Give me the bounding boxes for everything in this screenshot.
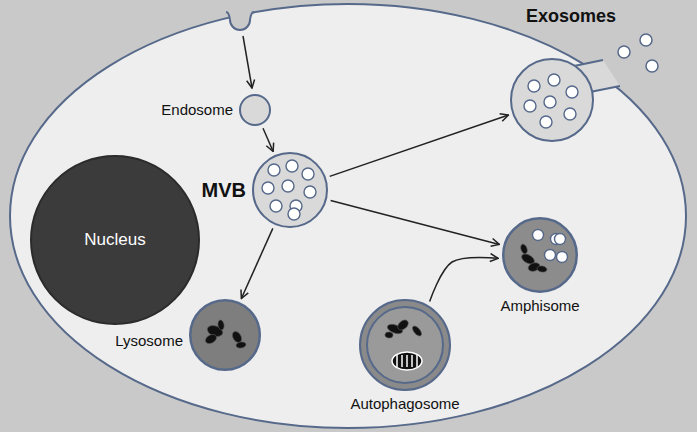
cargo-aggregate xyxy=(385,331,394,338)
cargo-aggregate xyxy=(236,341,247,349)
autophagosome-circle: Autophagosome xyxy=(359,299,451,391)
cargo-aggregate xyxy=(217,320,225,331)
exosome-compartment: Exosomes xyxy=(510,58,594,142)
membrane-pit xyxy=(226,12,254,30)
organelle-label: Autophagosome xyxy=(350,395,459,412)
mitochondrion-crista xyxy=(416,355,418,367)
endosome-circle: Endosome xyxy=(239,94,271,126)
cargo-aggregate xyxy=(396,318,410,332)
mitochondrion-crista xyxy=(401,355,403,367)
autophagosome-outer xyxy=(360,300,450,390)
vesicle xyxy=(270,200,282,212)
mitochondrion-crista xyxy=(396,355,398,367)
lysosome-body xyxy=(190,300,260,370)
autophagosome-inner xyxy=(367,307,443,383)
organelle-shape xyxy=(189,299,261,371)
vesicle xyxy=(557,252,568,263)
mvb-circle: MVB xyxy=(252,152,328,228)
cargo-aggregate xyxy=(411,324,423,337)
endosome-body xyxy=(240,95,270,125)
nucleus-circle: Nucleus xyxy=(30,155,200,325)
vesicle xyxy=(302,168,314,180)
transport-arrow xyxy=(330,115,509,176)
vesicle xyxy=(544,96,556,108)
vesicle xyxy=(282,180,294,192)
amphisome-body xyxy=(503,218,577,292)
organelle-label: Nucleus xyxy=(84,230,145,250)
vesicle xyxy=(524,100,536,112)
mitochondrion xyxy=(392,352,422,370)
vesicle xyxy=(533,230,544,241)
organelle-label: Endosome xyxy=(161,101,233,118)
organelle-label: Lysosome xyxy=(115,332,183,349)
organelle-shape xyxy=(502,217,578,293)
endocytosis-arrow xyxy=(243,36,252,88)
transport-arrow xyxy=(430,257,498,301)
vesicle xyxy=(304,186,316,198)
vesicle xyxy=(545,250,556,261)
released-exosome xyxy=(646,60,658,72)
transport-arrow xyxy=(241,228,272,298)
vesicle xyxy=(548,74,560,86)
transport-arrow xyxy=(263,128,273,151)
organelle-shape xyxy=(510,58,594,142)
vesicle xyxy=(564,108,576,120)
lysosome-circle: Lysosome xyxy=(189,299,261,371)
mitochondrion-crista xyxy=(406,355,408,367)
vesicle xyxy=(288,208,300,220)
organelle-shape xyxy=(252,152,328,228)
organelle-shape xyxy=(239,94,271,126)
organelle-label: Amphisome xyxy=(500,297,579,314)
vesicle xyxy=(286,160,298,172)
cargo-aggregate xyxy=(204,333,218,346)
cargo-aggregate xyxy=(519,243,528,254)
organelle-label: Exosomes xyxy=(526,6,616,27)
mvb-body xyxy=(253,153,327,227)
released-exosome xyxy=(640,34,652,46)
vesicle xyxy=(268,164,280,176)
vesicle xyxy=(528,80,540,92)
amphisome-circle: Amphisome xyxy=(502,217,578,293)
exosome-body xyxy=(511,59,593,141)
cargo-aggregate xyxy=(537,265,548,273)
released-exosome xyxy=(618,46,630,58)
vesicle xyxy=(555,234,566,245)
vesicle xyxy=(262,182,274,194)
vesicle xyxy=(540,116,552,128)
vesicle xyxy=(566,86,578,98)
cell-membrane xyxy=(10,4,686,428)
nucleus-body xyxy=(31,156,199,324)
transport-arrow xyxy=(331,201,500,245)
organelle-label: MVB xyxy=(202,179,246,202)
mitochondrion-crista xyxy=(411,355,413,367)
organelle-shape xyxy=(359,299,451,391)
